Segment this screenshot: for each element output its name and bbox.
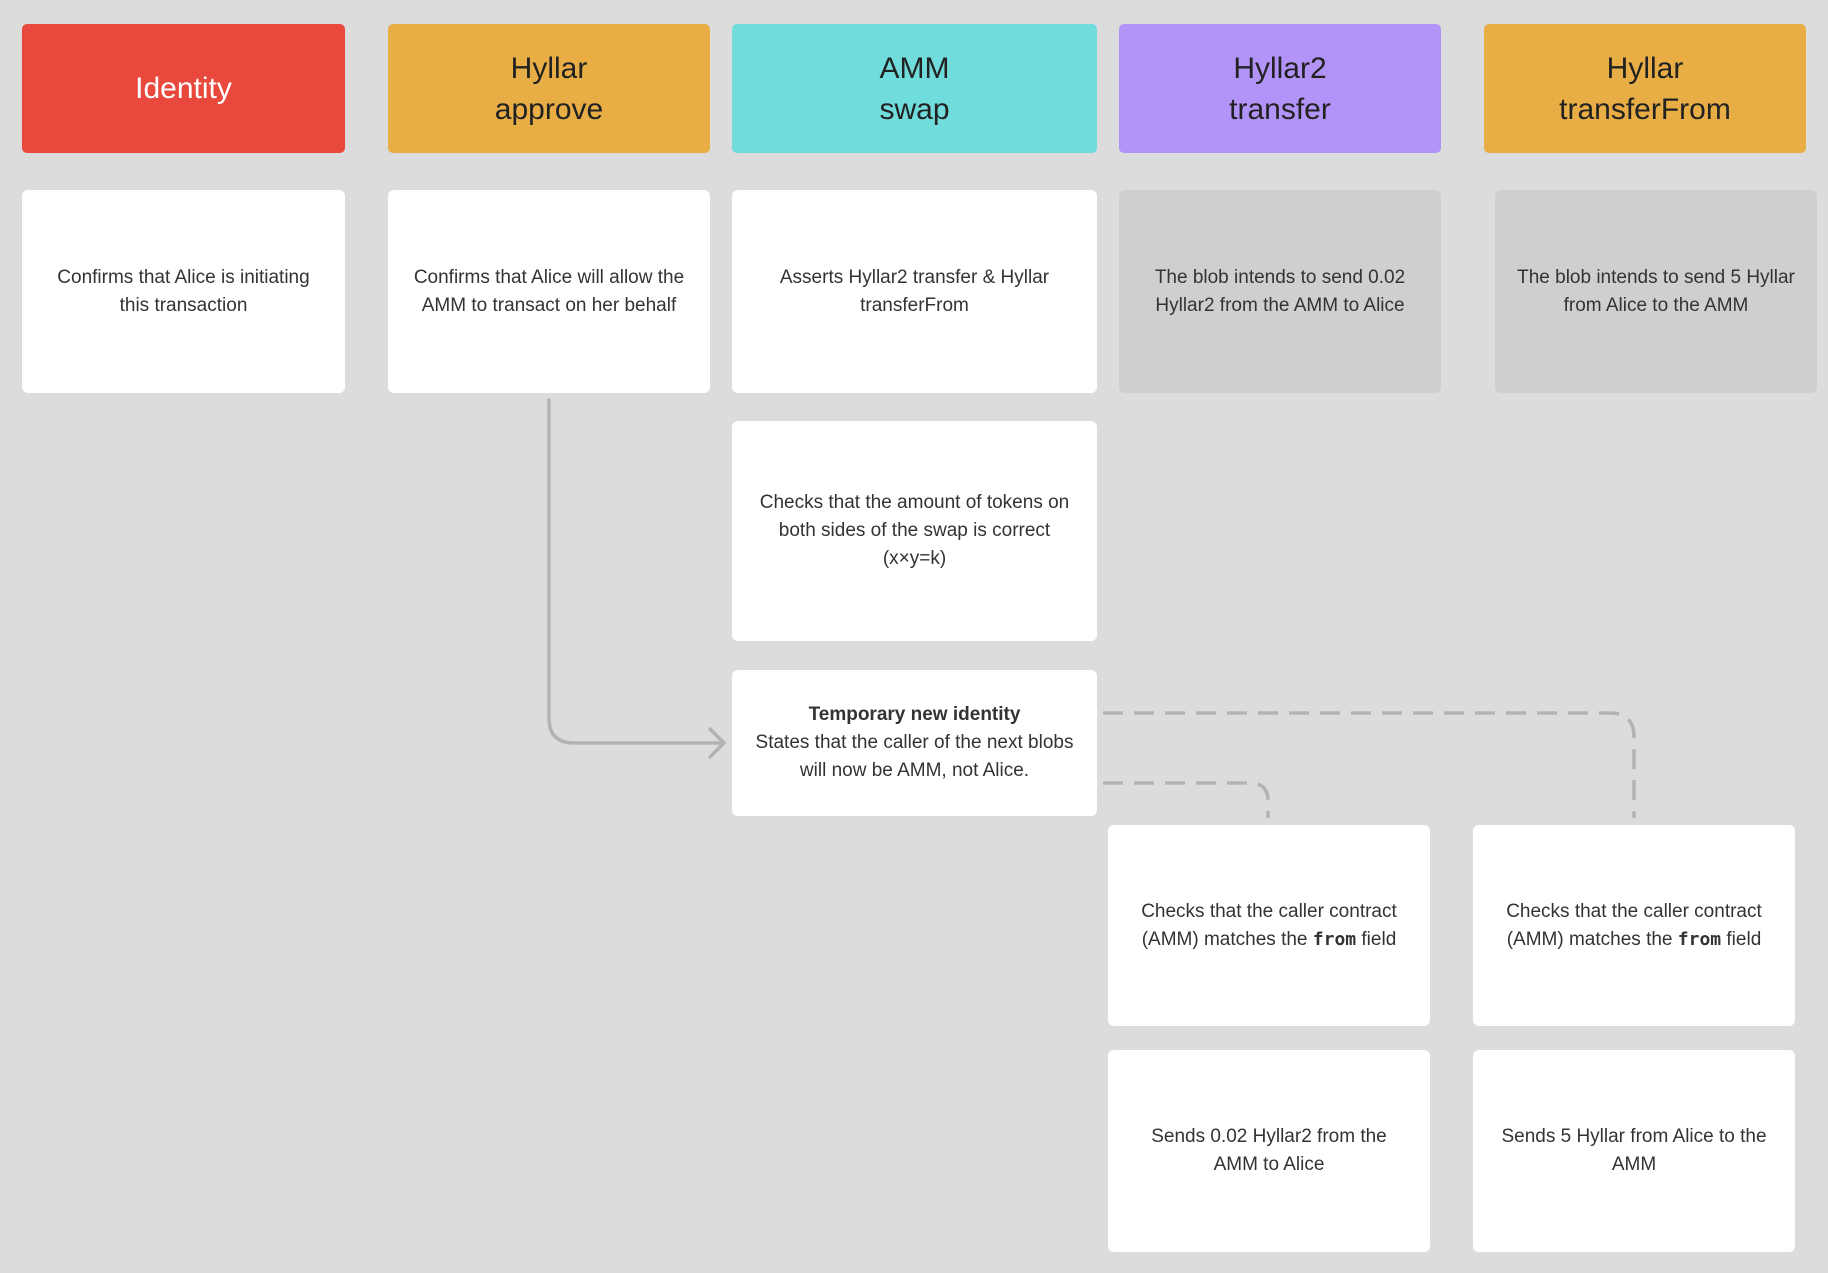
card-hyllar2-blob: The blob intends to send 0.02 Hyllar2 fr… xyxy=(1119,190,1441,393)
card-hyllar-caller-check-suffix: field xyxy=(1726,928,1762,950)
header-hyllar-approve-line2: approve xyxy=(494,92,604,126)
header-hyllar-transferfrom: Hyllar transferFrom xyxy=(1484,24,1806,153)
header-hyllar2-transfer: Hyllar2 transfer xyxy=(1119,24,1441,153)
card-hyllar-send: Sends 5 Hyllar from Alice to the AMM xyxy=(1473,1050,1795,1252)
card-hyllar2-send-text: Sends 0.02 Hyllar2 from the AMM to Alice xyxy=(1151,1126,1387,1175)
card-temporary-identity-body: States that the caller of the next blobs… xyxy=(755,732,1074,781)
card-swap-assert-text: Asserts Hyllar2 transfer & Hyllar transf… xyxy=(779,266,1050,316)
arrow-head xyxy=(708,727,726,759)
card-temporary-identity-title: Temporary new identity xyxy=(808,704,1021,725)
header-hyllar-approve-line1: Hyllar xyxy=(510,51,588,85)
temporary-identity-to-hyllar-check-dashed xyxy=(1103,711,1636,818)
temporary-identity-to-hyllar2-check-dashed xyxy=(1103,781,1270,818)
card-hyllar2-caller-check-text: Checks that the caller contract (AMM) ma… xyxy=(1141,900,1397,950)
card-hyllar-blob-text: The blob intends to send 5 Hyllar from A… xyxy=(1517,266,1795,316)
card-hyllar-caller-check-text: Checks that the caller contract (AMM) ma… xyxy=(1506,900,1762,950)
card-identity-confirm: Confirms that Alice is initiating this t… xyxy=(22,190,345,393)
card-swap-check: Checks that the amount of tokens on both… xyxy=(732,421,1097,641)
header-amm-swap: AMM swap xyxy=(732,24,1097,153)
card-swap-check-formula: (x×y=k) xyxy=(882,548,947,569)
header-hyllar-approve: Hyllar approve xyxy=(388,24,710,153)
card-hyllar2-blob-text: The blob intends to send 0.02 Hyllar2 fr… xyxy=(1154,266,1406,316)
card-temporary-identity: Temporary new identity States that the c… xyxy=(732,670,1097,816)
header-hyllar2-transfer-line2: transfer xyxy=(1229,92,1331,126)
card-identity-confirm-text: Confirms that Alice is initiating this t… xyxy=(57,266,310,316)
card-hyllar2-caller-check-suffix: field xyxy=(1361,928,1397,950)
header-identity: Identity xyxy=(22,24,345,153)
header-hyllar-transferfrom-line2: transferFrom xyxy=(1559,92,1731,126)
card-hyllar-caller-check-code: from xyxy=(1677,928,1722,950)
card-hyllar-blob: The blob intends to send 5 Hyllar from A… xyxy=(1495,190,1817,393)
card-swap-check-text: Checks that the amount of tokens on both… xyxy=(759,492,1070,541)
card-hyllar2-caller-check-code: from xyxy=(1312,928,1357,950)
header-hyllar2-transfer-line1: Hyllar2 xyxy=(1233,51,1327,85)
card-hyllar2-caller-check: Checks that the caller contract (AMM) ma… xyxy=(1108,825,1430,1026)
card-approve-confirm: Confirms that Alice will allow the AMM t… xyxy=(388,190,710,393)
card-swap-assert: Asserts Hyllar2 transfer & Hyllar transf… xyxy=(732,190,1097,393)
card-hyllar-send-text: Sends 5 Hyllar from Alice to the AMM xyxy=(1501,1126,1767,1175)
card-approve-confirm-text: Confirms that Alice will allow the AMM t… xyxy=(413,266,685,316)
header-hyllar-transferfrom-line1: Hyllar xyxy=(1606,51,1684,85)
approve-to-temporary-identity-arrow xyxy=(547,398,726,745)
header-identity-label: Identity xyxy=(135,72,232,105)
header-amm-swap-line1: AMM xyxy=(879,51,950,85)
header-amm-swap-line2: swap xyxy=(879,92,950,126)
card-hyllar2-send: Sends 0.02 Hyllar2 from the AMM to Alice xyxy=(1108,1050,1430,1252)
card-hyllar-caller-check: Checks that the caller contract (AMM) ma… xyxy=(1473,825,1795,1026)
